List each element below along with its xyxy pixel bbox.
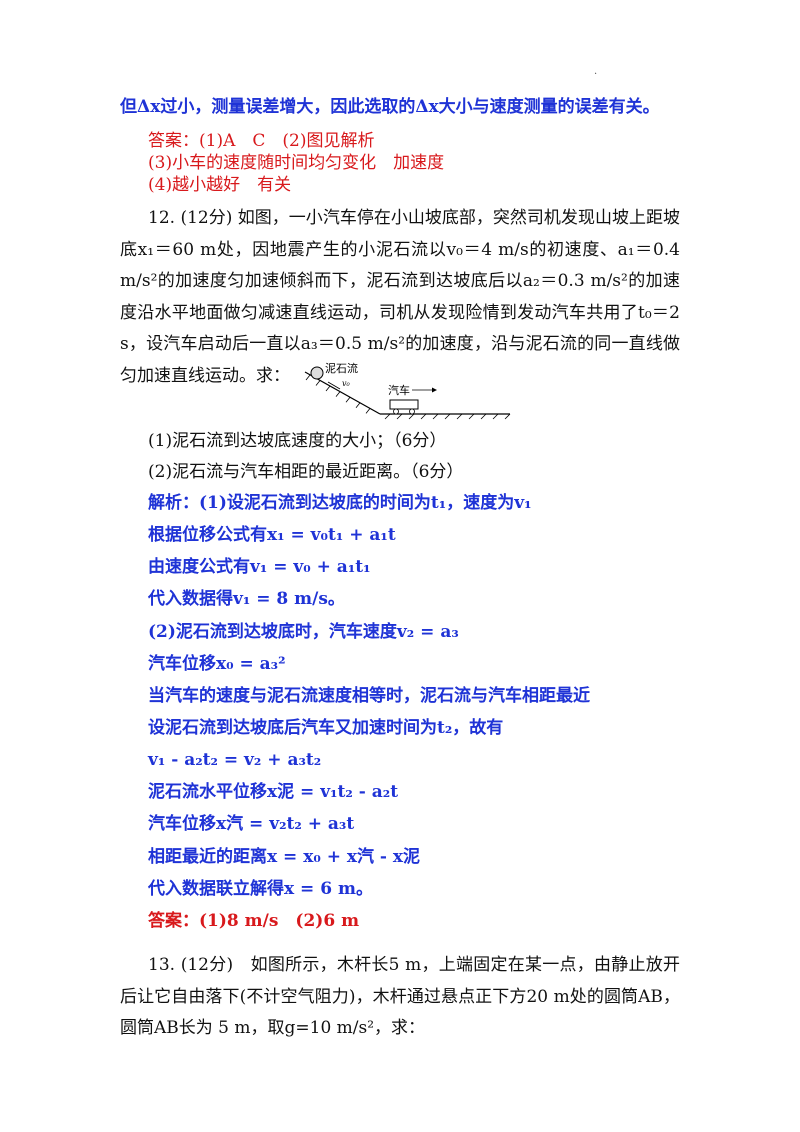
- solution12-line: 汽车位移x汽 = v₂t₂ + a₃t: [148, 814, 355, 834]
- slope-hatching: [305, 374, 371, 414]
- solution12-line: 由速度公式有v₁ = v₀ + a₁t₁: [148, 557, 371, 577]
- solution12-line: 泥石流水平位移x泥 = v₁t₂ - a₂t: [148, 782, 399, 802]
- solution12-line: 根据位移公式有x₁ = v₀t₁ + a₁t: [148, 525, 396, 545]
- mudflow-boulder: [310, 366, 324, 380]
- solution12-line: 当汽车的速度与泥石流速度相等时，泥石流与汽车相距最近: [148, 686, 590, 706]
- car-wheel-right: [409, 408, 415, 415]
- solution12-line: 代入数据联立解得x = 6 m。: [148, 879, 373, 899]
- solution12-line: 代入数据得v₁ = 8 m/s。: [148, 589, 345, 609]
- solution12-line: 汽车位移x₀ = a₃²: [148, 654, 286, 674]
- question12-figure: 泥石流 v₀ 汽车: [304, 362, 511, 420]
- question12-sub2: (2)泥石流与汽车相距的最近距离。（6分）: [148, 462, 464, 482]
- question12-sub1: (1)泥石流到达坡底速度的大小；（6分）: [148, 431, 447, 451]
- v0-label: v₀: [342, 379, 351, 388]
- car-label: 汽车: [388, 383, 410, 397]
- car-wheel-left: [393, 408, 399, 415]
- answer11-line1: 答案：(1)A C (2)图见解析: [148, 131, 375, 151]
- solution12-line: (2)泥石流到达坡底时，汽车速度v₂ = a₃: [148, 622, 459, 642]
- solution12-line: 设泥石流到达坡底后汽车又加速时间为t₂，故有: [148, 718, 504, 738]
- intro-line: 但Δx过小，测量误差增大，因此选取的Δx大小与速度测量的误差有关。: [120, 97, 660, 117]
- question13-text: 13. (12分) 如图所示，木杆长5 m，上端固定在某一点，由静止放开后让它自…: [120, 955, 680, 1038]
- answer11-line3: (4)越小越好 有关: [148, 175, 292, 195]
- corner-mark: .: [594, 66, 598, 77]
- v0-arrow: [327, 381, 341, 390]
- ground-hatching: [384, 413, 511, 420]
- question12-text: 12. (12分) 如图，一小汽车停在小山坡底部，突然司机发现山坡上距坡底x₁＝…: [120, 208, 680, 386]
- answer12: 答案：(1)8 m/s (2)6 m: [148, 911, 360, 931]
- solution12-line: 相距最近的距离x = x₀ + x汽 - x泥: [148, 847, 421, 867]
- solution12-line: v₁ - a₂t₂ = v₂ + a₃t₂: [148, 750, 322, 770]
- mudflow-label: 泥石流: [325, 362, 358, 375]
- car-body: [389, 399, 419, 410]
- solution12-line: 解析：(1)设泥石流到达坡底的时间为t₁，速度为v₁: [148, 493, 532, 513]
- answer11-line2: (3)小车的速度随时间均匀变化 加速度: [148, 153, 445, 173]
